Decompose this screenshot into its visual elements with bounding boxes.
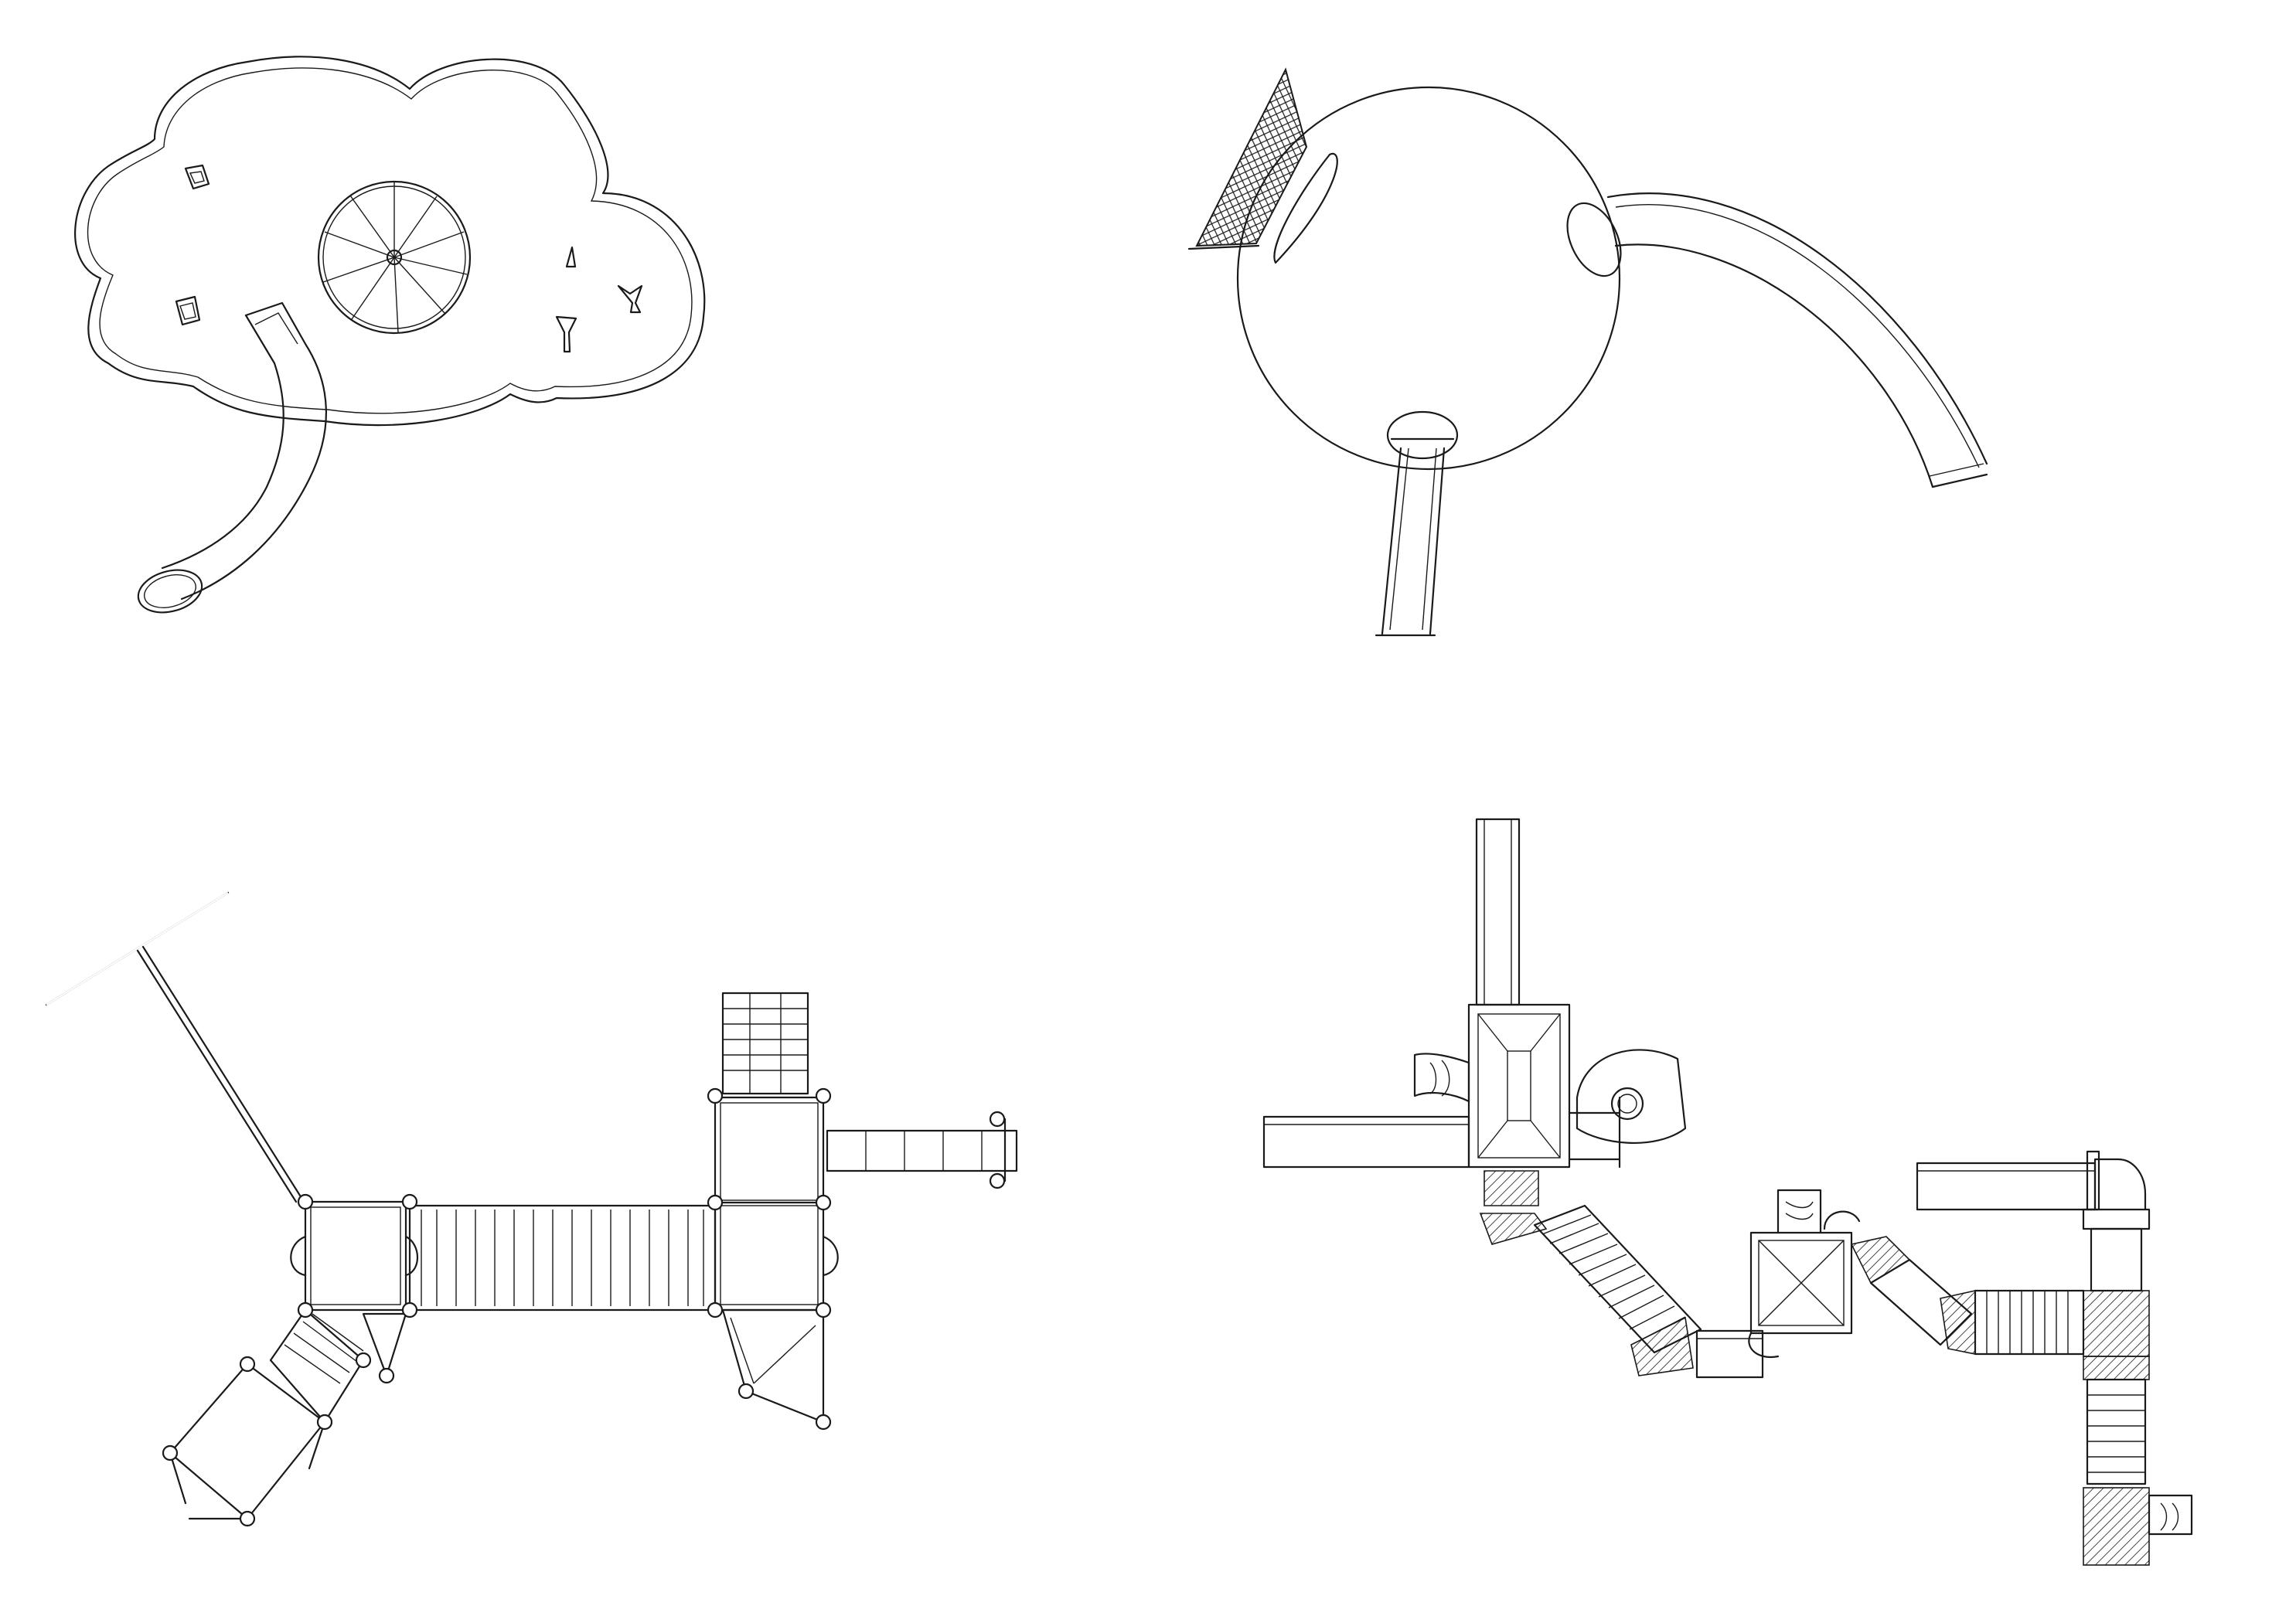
spiral-stair	[317, 180, 472, 335]
left-deck	[304, 1200, 407, 1312]
deck-accessories	[175, 164, 643, 353]
sphere-dome	[1236, 86, 1621, 471]
straight-slide	[1375, 410, 1459, 637]
climbing-net	[1195, 67, 1308, 247]
upper-deck-roof	[1467, 1003, 1571, 1169]
cloud-deck-inner-outline	[87, 67, 693, 414]
horizontal-tube	[1940, 1289, 2085, 1356]
right-column	[1916, 1150, 2193, 1566]
top-tube	[1475, 818, 1521, 1006]
sphere-play-structure	[1187, 67, 1988, 637]
left-tube	[1262, 1115, 1470, 1169]
overhead-arm	[45, 891, 303, 1203]
tube-crawl-play-structure	[1262, 818, 2193, 1566]
cloud-deck-play-structure	[74, 56, 706, 614]
curved-slide	[1566, 192, 1988, 488]
center-deck-roof	[1748, 1189, 1861, 1359]
top-ladder	[721, 992, 809, 1095]
modular-tower-play-structure	[45, 891, 1018, 1527]
side-walkway	[826, 1118, 1018, 1182]
diagonal-tube	[1479, 1170, 1702, 1376]
posts	[162, 1087, 1006, 1527]
right-deck	[714, 1096, 825, 1312]
bridge	[408, 1204, 717, 1312]
crawl-hub	[1568, 1049, 1687, 1169]
lower-platform	[169, 1308, 407, 1520]
tube-slide	[137, 301, 327, 614]
cloud-deck-outline	[74, 56, 706, 427]
